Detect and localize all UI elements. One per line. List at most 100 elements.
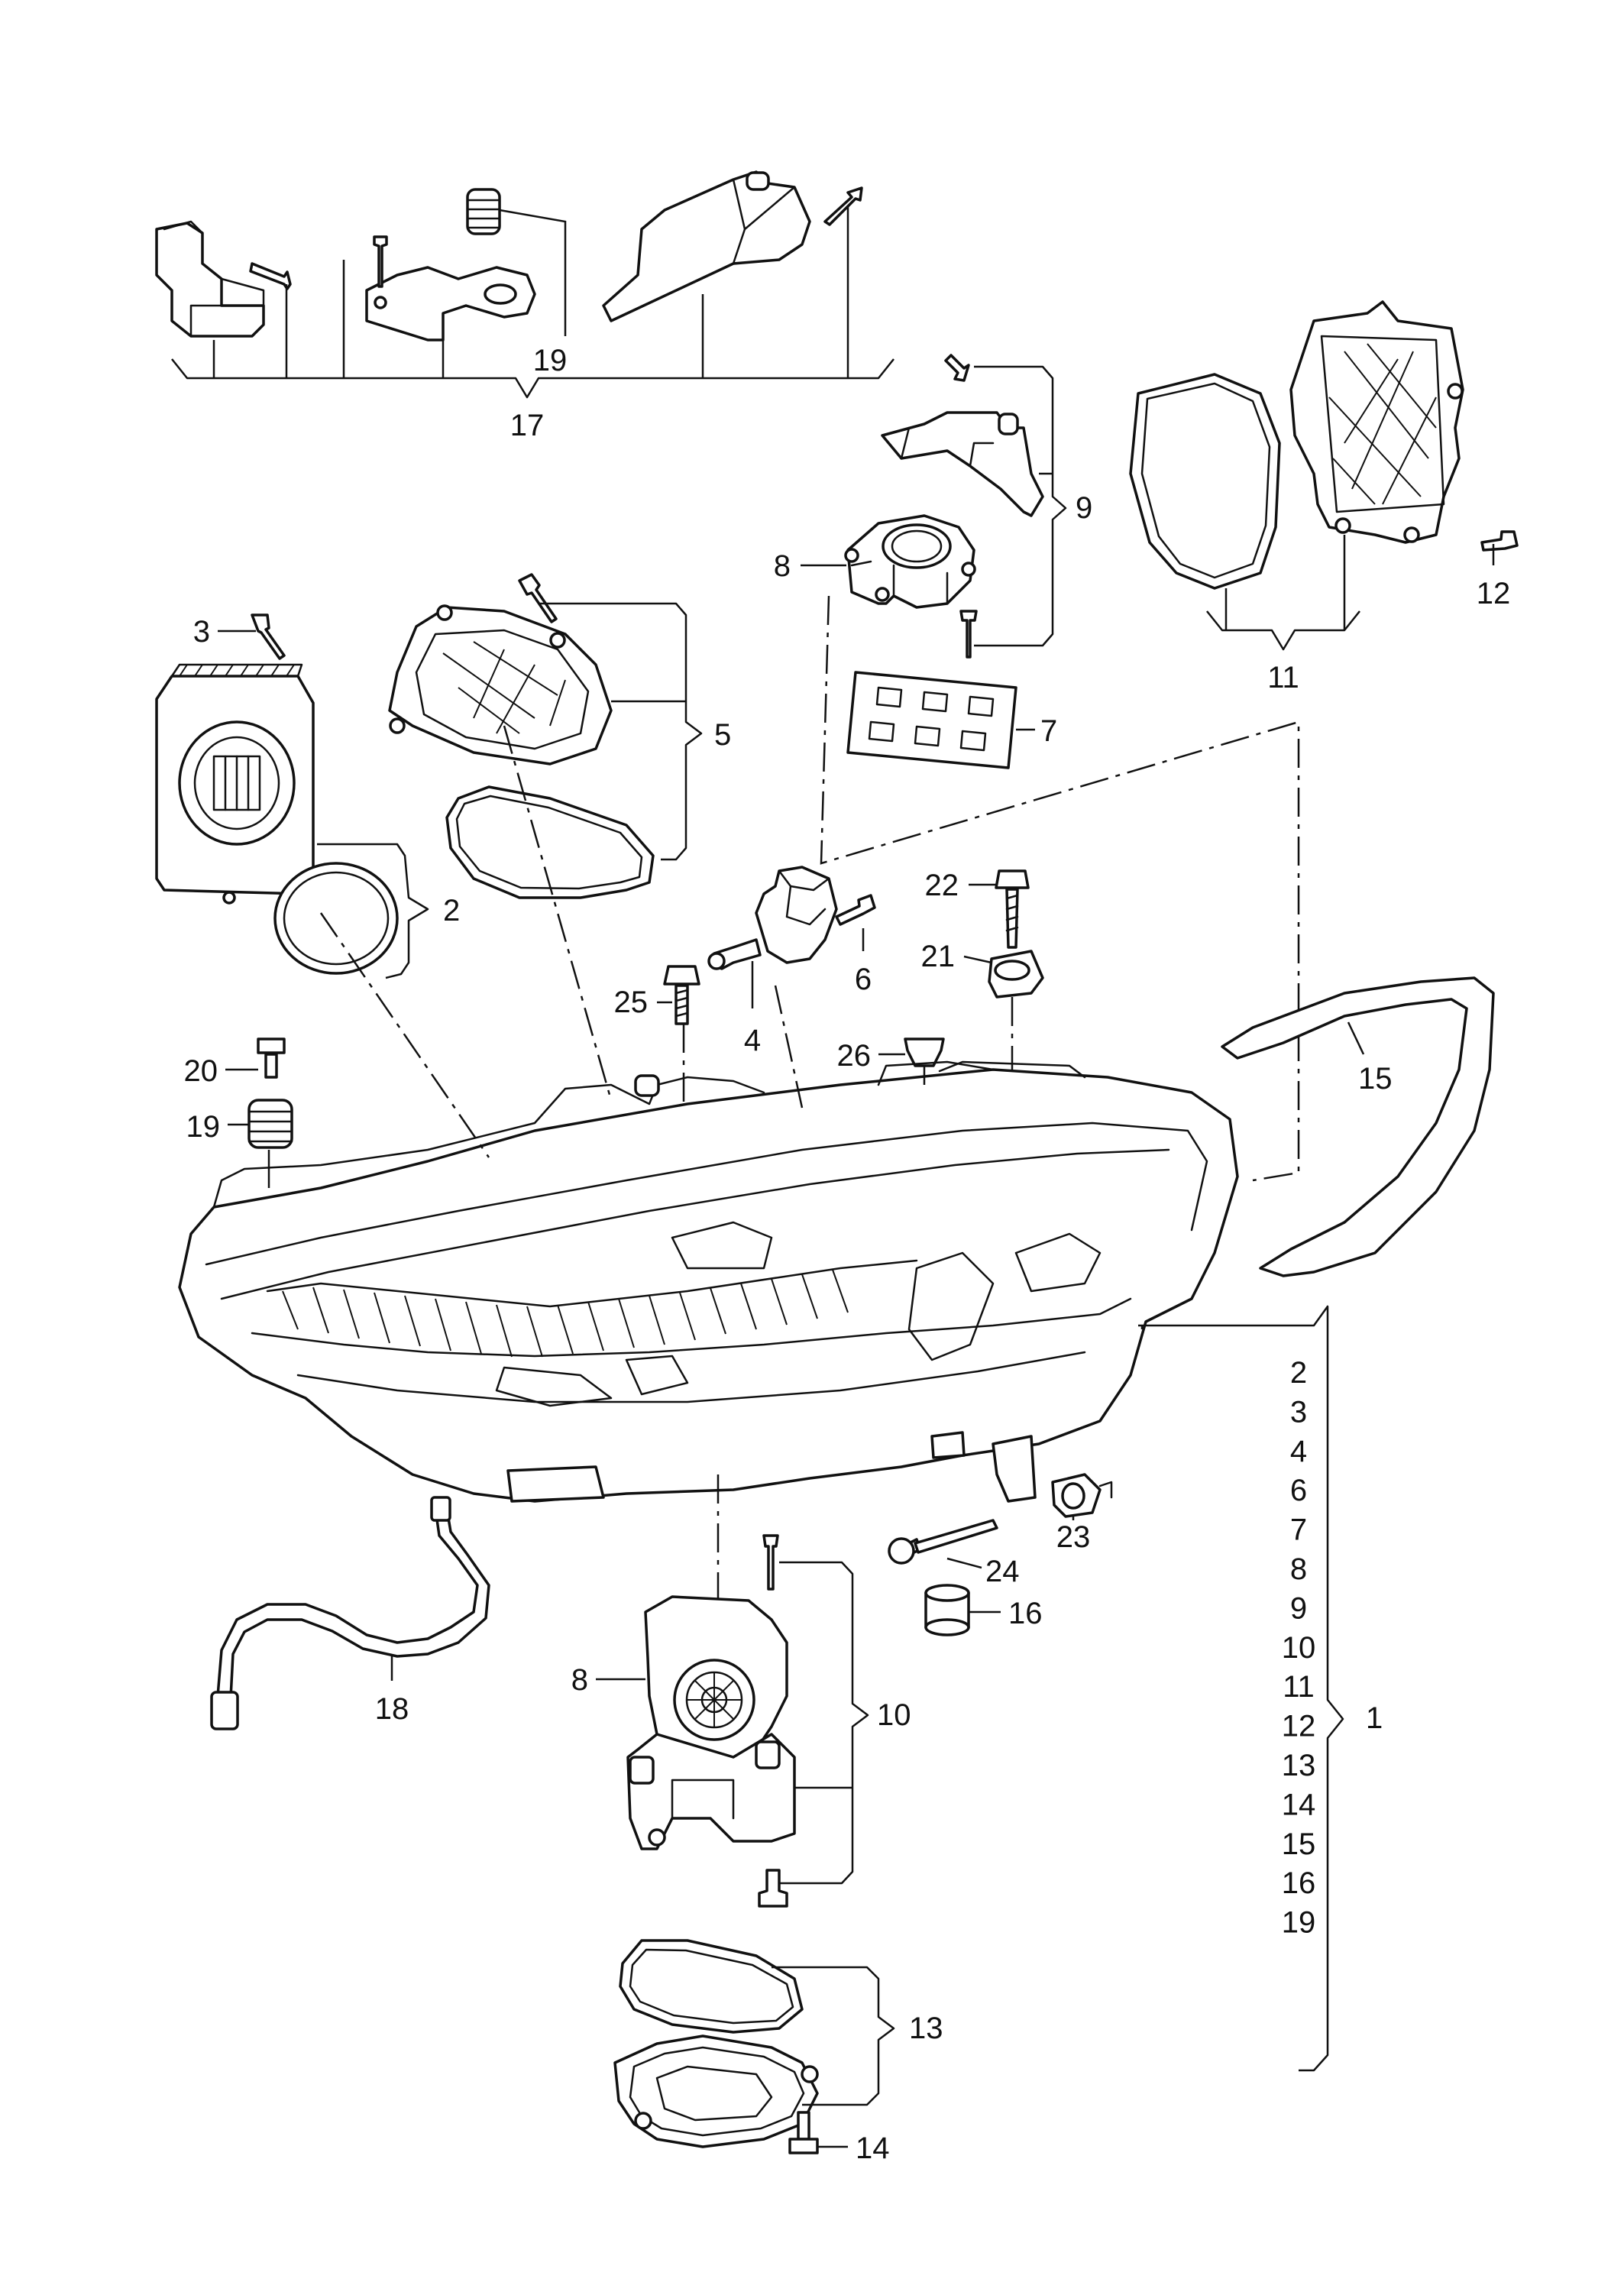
screw-9-top xyxy=(944,354,970,382)
screw-small-a xyxy=(249,262,292,290)
callout-19-left: 19 xyxy=(186,1110,221,1144)
seal-strip-15 xyxy=(1221,976,1495,1277)
callout-22: 22 xyxy=(925,869,959,902)
screw-24 xyxy=(888,1519,998,1565)
screw-vertical-a xyxy=(373,235,388,288)
screw-10-top xyxy=(762,1534,779,1591)
assembly-list-item: 14 xyxy=(1282,1788,1316,1821)
callout-3: 3 xyxy=(193,615,210,649)
callout-11: 11 xyxy=(1267,661,1299,694)
callout-18: 18 xyxy=(375,1692,409,1726)
screw-22 xyxy=(995,869,1030,949)
dashed-guide-7 xyxy=(820,595,1300,1182)
assembly-list-item: 10 xyxy=(1282,1631,1316,1665)
brace-9 xyxy=(974,365,1067,647)
seal-13 xyxy=(619,1939,804,2034)
callout-26: 26 xyxy=(837,1039,872,1073)
brace-2 xyxy=(317,843,429,979)
seal-2 xyxy=(273,862,399,975)
screw-25 xyxy=(663,965,700,1025)
assembly-list-item: 15 xyxy=(1282,1827,1316,1861)
cover-13 xyxy=(613,2034,819,2148)
callout-23: 23 xyxy=(1056,1520,1091,1554)
screw-3 xyxy=(251,613,286,660)
grommet-top xyxy=(466,188,501,235)
screw-9-bottom xyxy=(959,610,978,659)
control-unit xyxy=(155,663,315,905)
callout-19-top: 19 xyxy=(533,344,568,377)
callout-10: 10 xyxy=(877,1698,911,1732)
callout-1: 1 xyxy=(1366,1701,1383,1735)
guide-line-c xyxy=(774,985,804,1109)
screw-14 xyxy=(788,2111,819,2154)
assembly-list-item: 16 xyxy=(1282,1866,1316,1900)
flat-bracket xyxy=(365,266,536,341)
assembly-list-item: 11 xyxy=(1283,1670,1315,1704)
callout-15: 15 xyxy=(1358,1062,1393,1096)
screw-5 xyxy=(518,573,558,623)
assembly-list-item: 13 xyxy=(1282,1749,1316,1782)
assembly-list-item: 6 xyxy=(1290,1474,1307,1507)
angled-bracket xyxy=(602,170,811,322)
cover-12 xyxy=(1289,300,1464,544)
grommet-left xyxy=(247,1099,293,1149)
brace-11 xyxy=(1206,610,1360,651)
gasket-plate-7 xyxy=(846,671,1017,769)
seal-11 xyxy=(1129,373,1281,590)
guide-line-b xyxy=(503,725,613,1101)
bulb-socket-23 xyxy=(1051,1473,1113,1518)
callout-20: 20 xyxy=(184,1054,218,1088)
callout-4: 4 xyxy=(744,1024,761,1057)
callout-8-top: 8 xyxy=(774,549,791,583)
callout-5: 5 xyxy=(714,718,731,752)
mounting-bracket-set xyxy=(155,170,863,341)
connector-21 xyxy=(988,950,1044,999)
actuator-4 xyxy=(707,866,838,970)
brace-13 xyxy=(772,1966,895,2106)
gasket-5 xyxy=(445,785,655,899)
brace-17 xyxy=(171,206,894,399)
brace-5 xyxy=(539,602,703,861)
assembly-list: 2 3 4 6 7 8 9 10 11 12 13 14 15 16 19 xyxy=(1282,1356,1316,1940)
assembly-list-item: 3 xyxy=(1290,1395,1307,1429)
lens-module-5 xyxy=(388,604,613,766)
brace-10 xyxy=(779,1561,869,1885)
callout-2: 2 xyxy=(443,894,460,927)
assembly-list-item: 8 xyxy=(1290,1552,1307,1586)
callout-25: 25 xyxy=(614,986,649,1019)
motor-8-top xyxy=(844,514,976,609)
screw-small-b xyxy=(823,186,863,226)
adjuster-bracket-9 xyxy=(881,354,1044,659)
projector-module-10 xyxy=(626,1595,796,1850)
callout-8-bottom: 8 xyxy=(571,1663,588,1697)
screw-20 xyxy=(257,1037,286,1079)
screw-10-bottom xyxy=(758,1869,788,1908)
brace-1 xyxy=(1138,1305,1344,2072)
callout-6: 6 xyxy=(855,963,872,996)
cap-26 xyxy=(904,1037,945,1067)
callout-9: 9 xyxy=(1076,491,1092,525)
cable-18 xyxy=(210,1496,490,1730)
assembly-list-item: 2 xyxy=(1290,1356,1307,1390)
assembly-list-item: 19 xyxy=(1282,1906,1316,1940)
headlight-housing xyxy=(178,1060,1239,1503)
callout-7: 7 xyxy=(1040,714,1057,748)
callout-17: 17 xyxy=(510,409,545,442)
assembly-list-item: 4 xyxy=(1290,1435,1307,1468)
callout-13: 13 xyxy=(909,2012,943,2045)
screw-12 xyxy=(1480,530,1519,552)
guide-line-a xyxy=(319,912,490,1158)
callout-12: 12 xyxy=(1477,577,1511,610)
callout-16: 16 xyxy=(1008,1597,1043,1630)
assembly-list-item: 9 xyxy=(1290,1591,1307,1625)
bushing-16 xyxy=(924,1584,970,1636)
assembly-list-item: 12 xyxy=(1282,1710,1316,1743)
callout-21: 21 xyxy=(921,940,956,973)
screw-6 xyxy=(835,894,876,926)
clip-bracket xyxy=(155,222,265,338)
callout-24: 24 xyxy=(985,1555,1020,1588)
assembly-list-item: 7 xyxy=(1290,1513,1307,1547)
callout-14: 14 xyxy=(856,2132,890,2165)
